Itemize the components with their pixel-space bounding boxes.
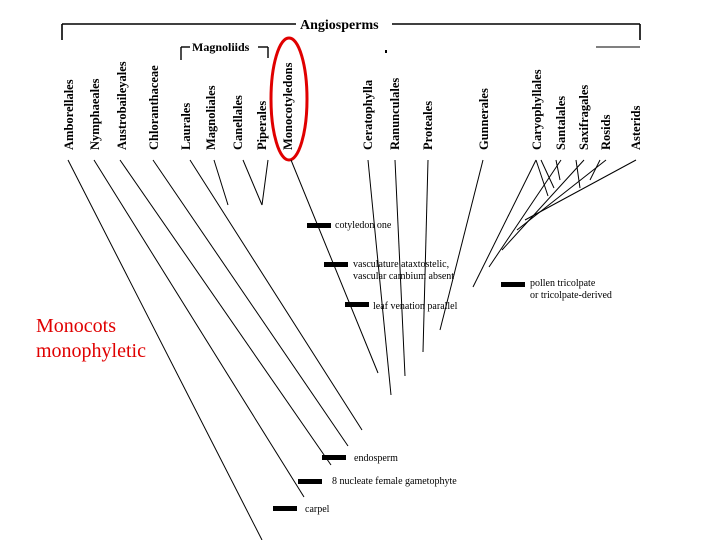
tree-branches: [67, 159, 637, 540]
trait-endosperm: endosperm: [354, 453, 398, 464]
trait-pollen-1: pollen tricolpate: [530, 278, 596, 289]
taxon-chloranthaceae: Chloranthaceae: [147, 65, 161, 150]
taxon-santalales: Santalales: [554, 96, 568, 150]
taxon-canellales: Canellales: [231, 95, 245, 150]
taxon-laurales: Laurales: [179, 103, 193, 150]
angiosperms-label: Angiosperms: [300, 18, 379, 33]
taxon-amborellales: Amborellales: [62, 79, 76, 150]
taxon-nymphaeales: Nymphaeales: [88, 78, 102, 150]
trait-vasculature: vasculature ataxtostelic,: [353, 259, 449, 270]
taxon-asterids: Asterids: [629, 105, 643, 150]
highlight-oval: [269, 36, 309, 162]
taxon-caryophyllales: Caryophyllales: [530, 69, 544, 150]
taxon-austrobaileyales: Austrobaileyales: [115, 61, 129, 150]
trait-carpel: carpel: [305, 504, 330, 515]
trait-cotyledon-one: cotyledon one: [335, 220, 392, 231]
magnoliids-label: Magnoliids: [192, 40, 250, 54]
trait-gametophyte: 8 nucleate female gametophyte: [332, 476, 457, 487]
angiosperms-bracket: [61, 23, 641, 48]
taxon-ceratophylla: Ceratophylla: [361, 79, 375, 150]
taxon-magnoliales: Magnoliales: [204, 85, 218, 150]
annotation-note: Monocots monophyletic: [36, 314, 146, 364]
taxon-gunnerales: Gunnerales: [477, 88, 491, 150]
trait-pollen-2: or tricolpate-derived: [530, 290, 612, 301]
magnoliids-bracket: [180, 46, 269, 60]
taxon-piperales: Piperales: [255, 101, 269, 150]
annotation-line-2: monophyletic: [36, 340, 146, 362]
taxon-rosids: Rosids: [599, 114, 613, 150]
taxon-proteales: Proteales: [421, 101, 435, 150]
trait-labels: cotyledon one vasculature ataxtostelic, …: [305, 220, 612, 515]
annotation-line-1: Monocots: [36, 315, 116, 337]
trait-vascular-cambium: vascular cambium absent: [353, 271, 454, 282]
trait-leaf-venation: leaf venation parallel: [373, 301, 458, 312]
small-mark: [385, 50, 387, 53]
taxon-monocotyledons: Monocotyledons: [281, 62, 295, 150]
character-bars: [273, 223, 525, 511]
taxon-saxifragales: Saxifragales: [577, 85, 591, 150]
taxon-labels: Amborellales Nymphaeales Austrobaileyale…: [62, 61, 643, 150]
taxon-ranunculales: Ranunculales: [388, 78, 402, 150]
